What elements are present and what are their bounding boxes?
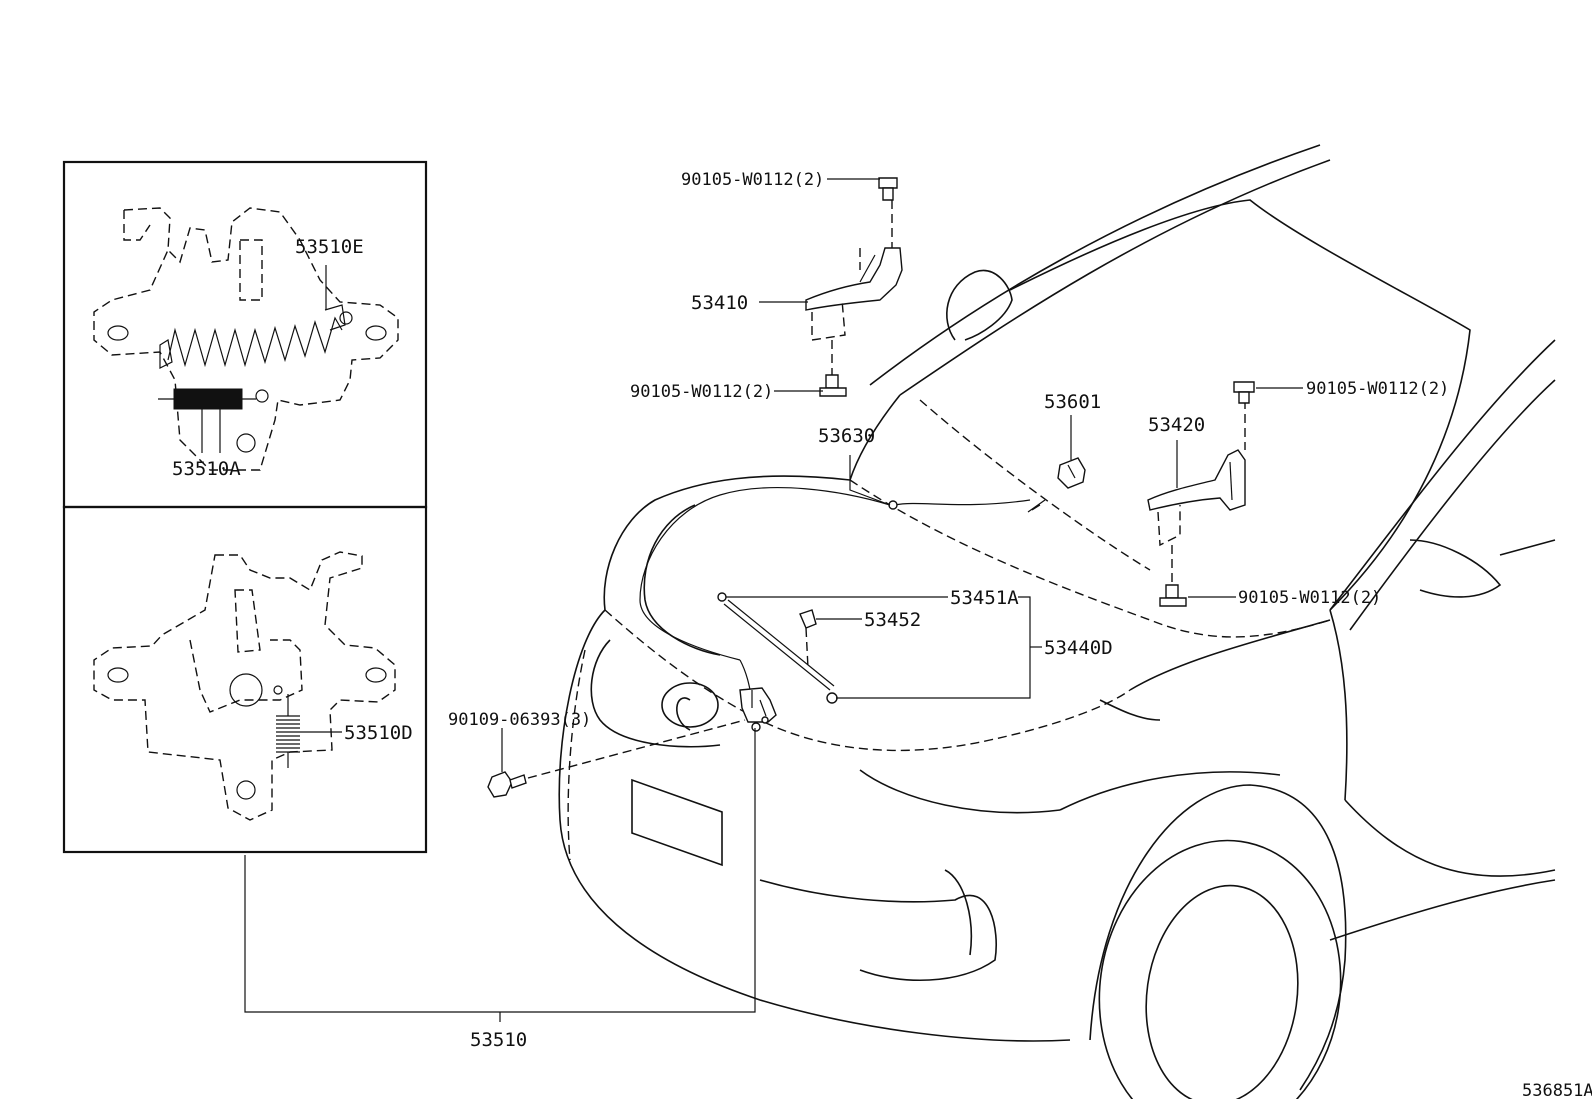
label-bolt-left-lower: 90105-W0112(2) xyxy=(630,382,773,402)
bolt-icon xyxy=(878,177,898,201)
label-bolt-right-lower: 90105-W0112(2) xyxy=(1238,588,1381,608)
hood-latch xyxy=(739,687,777,732)
bolt-icon xyxy=(487,719,746,798)
callouts: 90105-W0112(2) 53410 90105-W0112(2) 5363… xyxy=(244,170,1592,1101)
label-lock-hood: 53601 xyxy=(1044,391,1101,413)
inset-upper: 53510E 53510A xyxy=(62,160,428,509)
bolt-icon xyxy=(1233,381,1255,404)
label-hinge-right: 53420 xyxy=(1148,414,1205,436)
hood-hinge-left xyxy=(805,200,903,385)
hood-lock-part xyxy=(1027,457,1086,513)
label-spring-upper: 53510E xyxy=(295,236,364,258)
bolt-icon xyxy=(819,374,847,397)
bolt-icon xyxy=(1159,584,1187,607)
diagram-id: 536851A xyxy=(1522,1081,1592,1099)
label-hinge-left: 53410 xyxy=(691,292,748,314)
hood-hinge-right xyxy=(1147,400,1246,588)
label-spring-lower-a: 53510A xyxy=(172,458,241,480)
label-rod-end: 53451A xyxy=(950,587,1019,609)
label-rod-clamp: 53452 xyxy=(864,609,921,631)
vehicle-outline xyxy=(558,144,1556,1104)
support-rod xyxy=(717,592,838,704)
label-bolt-latch: 90109-06393(3) xyxy=(448,710,591,730)
coil-spring-icon xyxy=(276,694,300,768)
coil-spring-icon xyxy=(158,388,256,410)
label-bolt-top-left: 90105-W0112(2) xyxy=(681,170,824,190)
label-support-rod-set: 53440D xyxy=(1044,637,1113,659)
label-bolt-right-upper: 90105-W0112(2) xyxy=(1306,379,1449,399)
label-cable: 53630 xyxy=(818,425,875,447)
inset-lower: 53510D xyxy=(62,505,428,854)
label-latch-assembly: 53510 xyxy=(470,1029,527,1051)
label-spring-lower-d: 53510D xyxy=(344,722,413,744)
